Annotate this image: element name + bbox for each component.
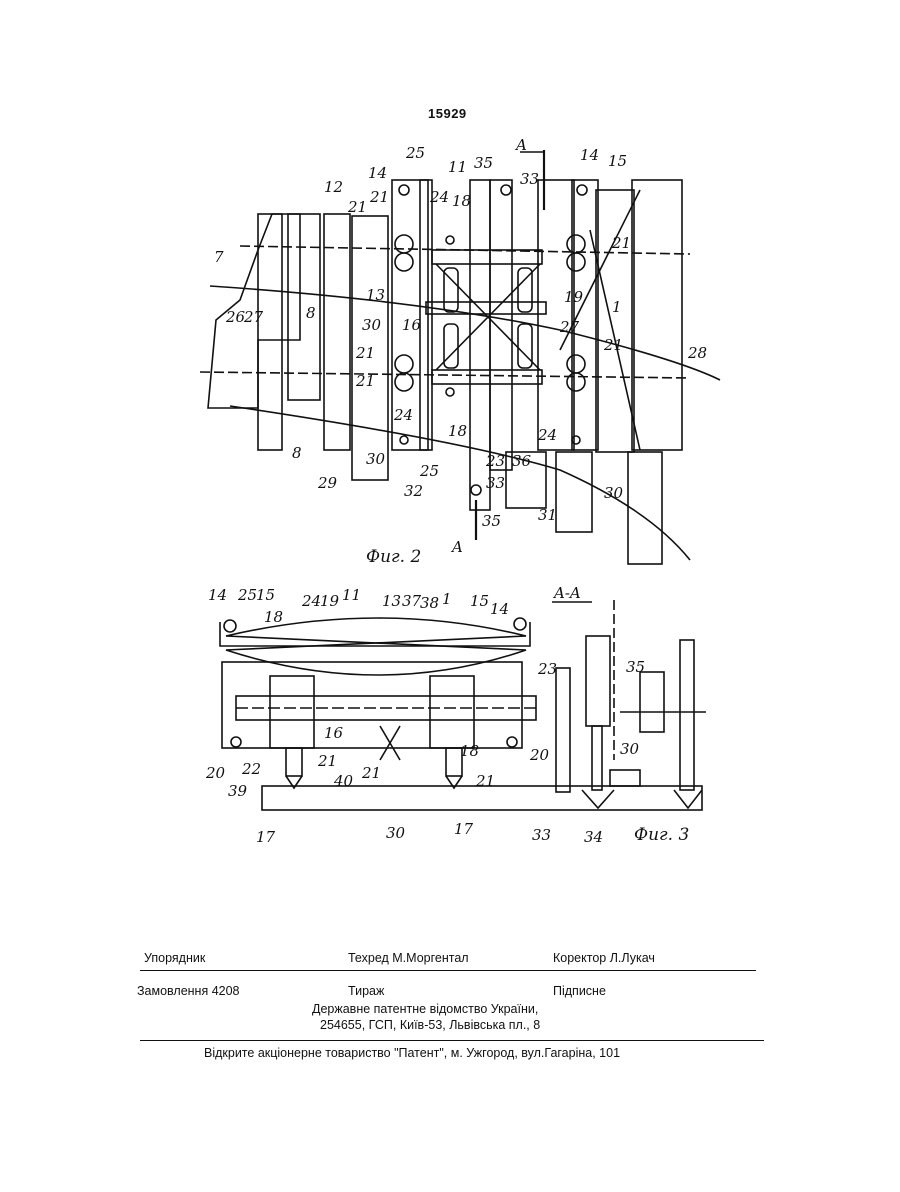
office-line-1: Державне патентне відомство України, (312, 1002, 538, 1016)
fig3-label-19: 19 (320, 592, 340, 610)
fig3-label-39: 39 (228, 782, 248, 800)
compiler-label: Упорядник (144, 951, 205, 965)
fig3-label-24: 24 (301, 592, 321, 610)
fig3-label-17: 17 (256, 828, 276, 846)
fig3-label-11: 11 (342, 586, 361, 604)
fig3-label-35: 35 (626, 658, 645, 676)
fig3-label-15b: 15 (470, 592, 489, 610)
fig3-label-34: 34 (584, 828, 603, 846)
fig3-label-30b: 30 (386, 824, 406, 842)
publisher: Відкрите акціонерне товариство "Патент",… (204, 1046, 620, 1060)
order-number: Замовлення 4208 (137, 984, 240, 998)
fig3-label-16: 16 (324, 724, 344, 742)
fig3-label-18b: 18 (460, 742, 479, 760)
office-line-2: 254655, ГСП, Київ-53, Львівська пл., 8 (320, 1018, 540, 1032)
fig3-label-23: 23 (537, 660, 557, 678)
fig3-label-21: 21 (361, 764, 381, 782)
fig3-label-17b: 17 (454, 820, 474, 838)
fig3-label-13: 13 (382, 592, 401, 610)
figure-3-section-title: A-A (552, 584, 581, 602)
fig3-label-14: 14 (208, 586, 227, 604)
fig3-label-37: 37 (402, 592, 422, 610)
corrector: Коректор Л.Лукач (553, 951, 655, 965)
fig3-label-21b: 21 (317, 752, 337, 770)
imprint-divider-top (140, 970, 756, 971)
fig3-label-30: 30 (620, 740, 640, 758)
figure-3-caption: Фиг. 3 (634, 825, 689, 845)
fig3-label-20b: 20 (205, 764, 226, 782)
fig3-label-40: 40 (333, 772, 354, 790)
subscription: Підписне (553, 984, 606, 998)
fig3-label-25: 25 (237, 586, 257, 604)
fig3-label-21c: 21 (475, 772, 495, 790)
techred: Техред М.Моргентал (348, 951, 469, 965)
imprint-divider-bottom (140, 1040, 764, 1041)
fig3-label-14b: 14 (490, 600, 509, 618)
fig3-label-18: 18 (264, 608, 283, 626)
fig3-label-1: 1 (442, 590, 452, 608)
fig3-label-20: 20 (529, 746, 550, 764)
fig3-label-15: 15 (256, 586, 275, 604)
figure-3-drawing: 14 25 15 18 24 19 11 13 37 38 1 15 14 A-… (0, 0, 900, 880)
fig3-label-22: 22 (241, 760, 261, 778)
fig3-label-38: 38 (420, 594, 439, 612)
circulation: Тираж (348, 984, 384, 998)
fig3-label-33: 33 (532, 826, 551, 844)
